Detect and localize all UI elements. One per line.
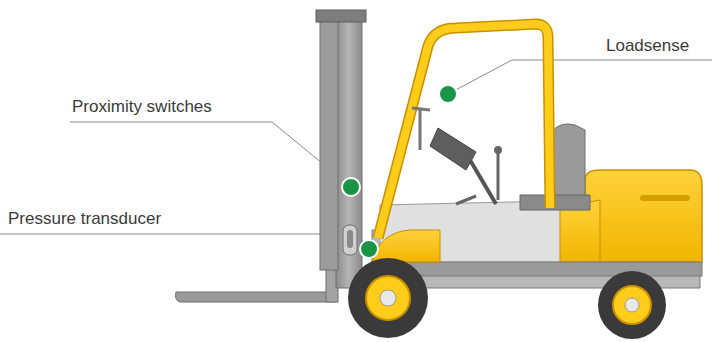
part-label: Proximity switches (72, 97, 212, 117)
part-label: Pressure transducer (8, 209, 161, 229)
mast (316, 10, 366, 288)
sensor-dots (342, 85, 457, 258)
forks (176, 160, 339, 302)
truck-body (372, 170, 702, 288)
seat-and-controls (430, 124, 590, 210)
overhead-guard (378, 24, 550, 238)
wheels (348, 258, 666, 339)
part-label: Loadsense (606, 36, 689, 56)
